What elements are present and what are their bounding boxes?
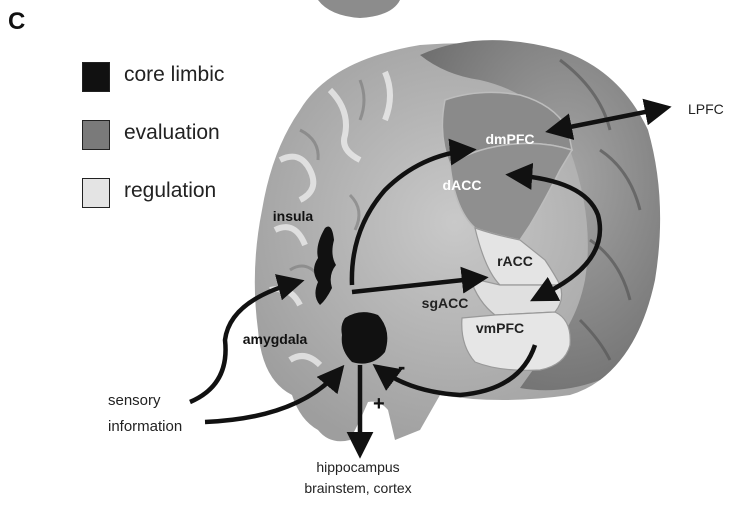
label-sensory-line2: information xyxy=(108,418,182,435)
sign-plus: + xyxy=(373,393,385,415)
label-vmpfc: vmPFC xyxy=(476,320,524,336)
sign-minus: - xyxy=(398,354,405,379)
label-output-line2: brainstem, cortex xyxy=(304,480,411,496)
label-sgacc: sgACC xyxy=(422,295,469,311)
top-brain-fragment xyxy=(318,0,400,18)
label-amygdala: amygdala xyxy=(243,331,308,347)
label-sensory-line1: sensory xyxy=(108,392,161,409)
label-dacc: dACC xyxy=(443,177,482,193)
label-racc: rACC xyxy=(497,253,533,269)
label-insula: insula xyxy=(273,208,314,224)
label-lpfc: LPFC xyxy=(688,101,724,117)
label-dmpfc: dmPFC xyxy=(486,131,535,147)
label-output-line1: hippocampus xyxy=(316,459,399,475)
region-amygdala xyxy=(341,312,387,364)
